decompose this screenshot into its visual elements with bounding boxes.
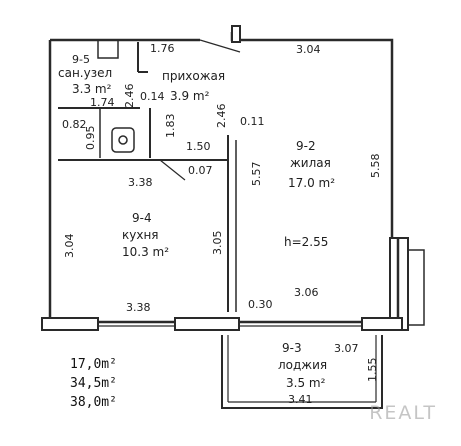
dim-kitchen-right: 3.05 <box>211 231 224 256</box>
hall-name: прихожая <box>162 69 225 83</box>
dim-top-right: 3.04 <box>296 43 321 56</box>
dim-loggia-top: 3.07 <box>334 342 359 355</box>
kitchen-id: 9-4 <box>132 211 152 225</box>
dim-kitchen-top: 3.38 <box>128 176 153 189</box>
dim-kitchen-bottom: 3.38 <box>126 301 151 314</box>
bath-id: 9-5 <box>72 53 90 66</box>
living-id: 9-2 <box>296 139 316 153</box>
watermark-logo: REALT <box>369 402 437 424</box>
dim-kitchen-left: 3.04 <box>63 234 76 259</box>
total-area: 38,0m² <box>70 395 117 410</box>
bath-name: сан.узел <box>58 66 112 80</box>
window-lines <box>98 321 362 327</box>
dim-loggia-bottom: 3.41 <box>288 393 313 406</box>
dim-bath-height: 2.46 <box>123 84 136 109</box>
dim-living-left: 5.57 <box>250 162 263 187</box>
loggia-area: 3.5 m² <box>286 376 326 390</box>
loggia-id: 9-3 <box>282 341 302 355</box>
living-area: 17.0 m² <box>288 176 335 190</box>
living-area-total: 17,0m² <box>70 357 117 372</box>
dim-closet-h: 0.95 <box>84 126 97 151</box>
bath-area: 3.3 m² <box>72 82 112 96</box>
dim-bath-width: 1.74 <box>90 96 115 109</box>
dim-hall-width: 1.50 <box>186 140 211 153</box>
dim-living-bottom: 3.06 <box>294 286 319 299</box>
dim-bath-small: 0.14 <box>140 90 165 103</box>
dim-closet-w: 0.82 <box>62 118 87 131</box>
area-without-loggia: 34,5m² <box>70 376 117 391</box>
kitchen-name: кухня <box>122 228 159 242</box>
bath-fixtures <box>97 39 135 153</box>
area-summary: 17,0m² 34,5m² 38,0m² <box>70 355 117 412</box>
dim-living-right: 5.58 <box>369 154 382 179</box>
dim-top-left: 1.76 <box>150 42 175 55</box>
bearing-walls <box>41 25 403 331</box>
dim-loggia-right: 1.55 <box>366 358 379 383</box>
ceiling-height: h=2.55 <box>284 235 328 249</box>
kitchen-area: 10.3 m² <box>122 245 169 259</box>
hall-area: 3.9 m² <box>170 89 210 103</box>
living-name: жилая <box>290 156 331 170</box>
dim-door-gap: 0.30 <box>248 298 273 311</box>
dim-step: 0.07 <box>188 164 213 177</box>
dim-hall-gap: 0.11 <box>240 115 265 128</box>
dim-hall-left: 1.83 <box>164 114 177 139</box>
loggia-name: лоджия <box>278 358 327 372</box>
dim-hall-right: 2.46 <box>215 104 228 129</box>
